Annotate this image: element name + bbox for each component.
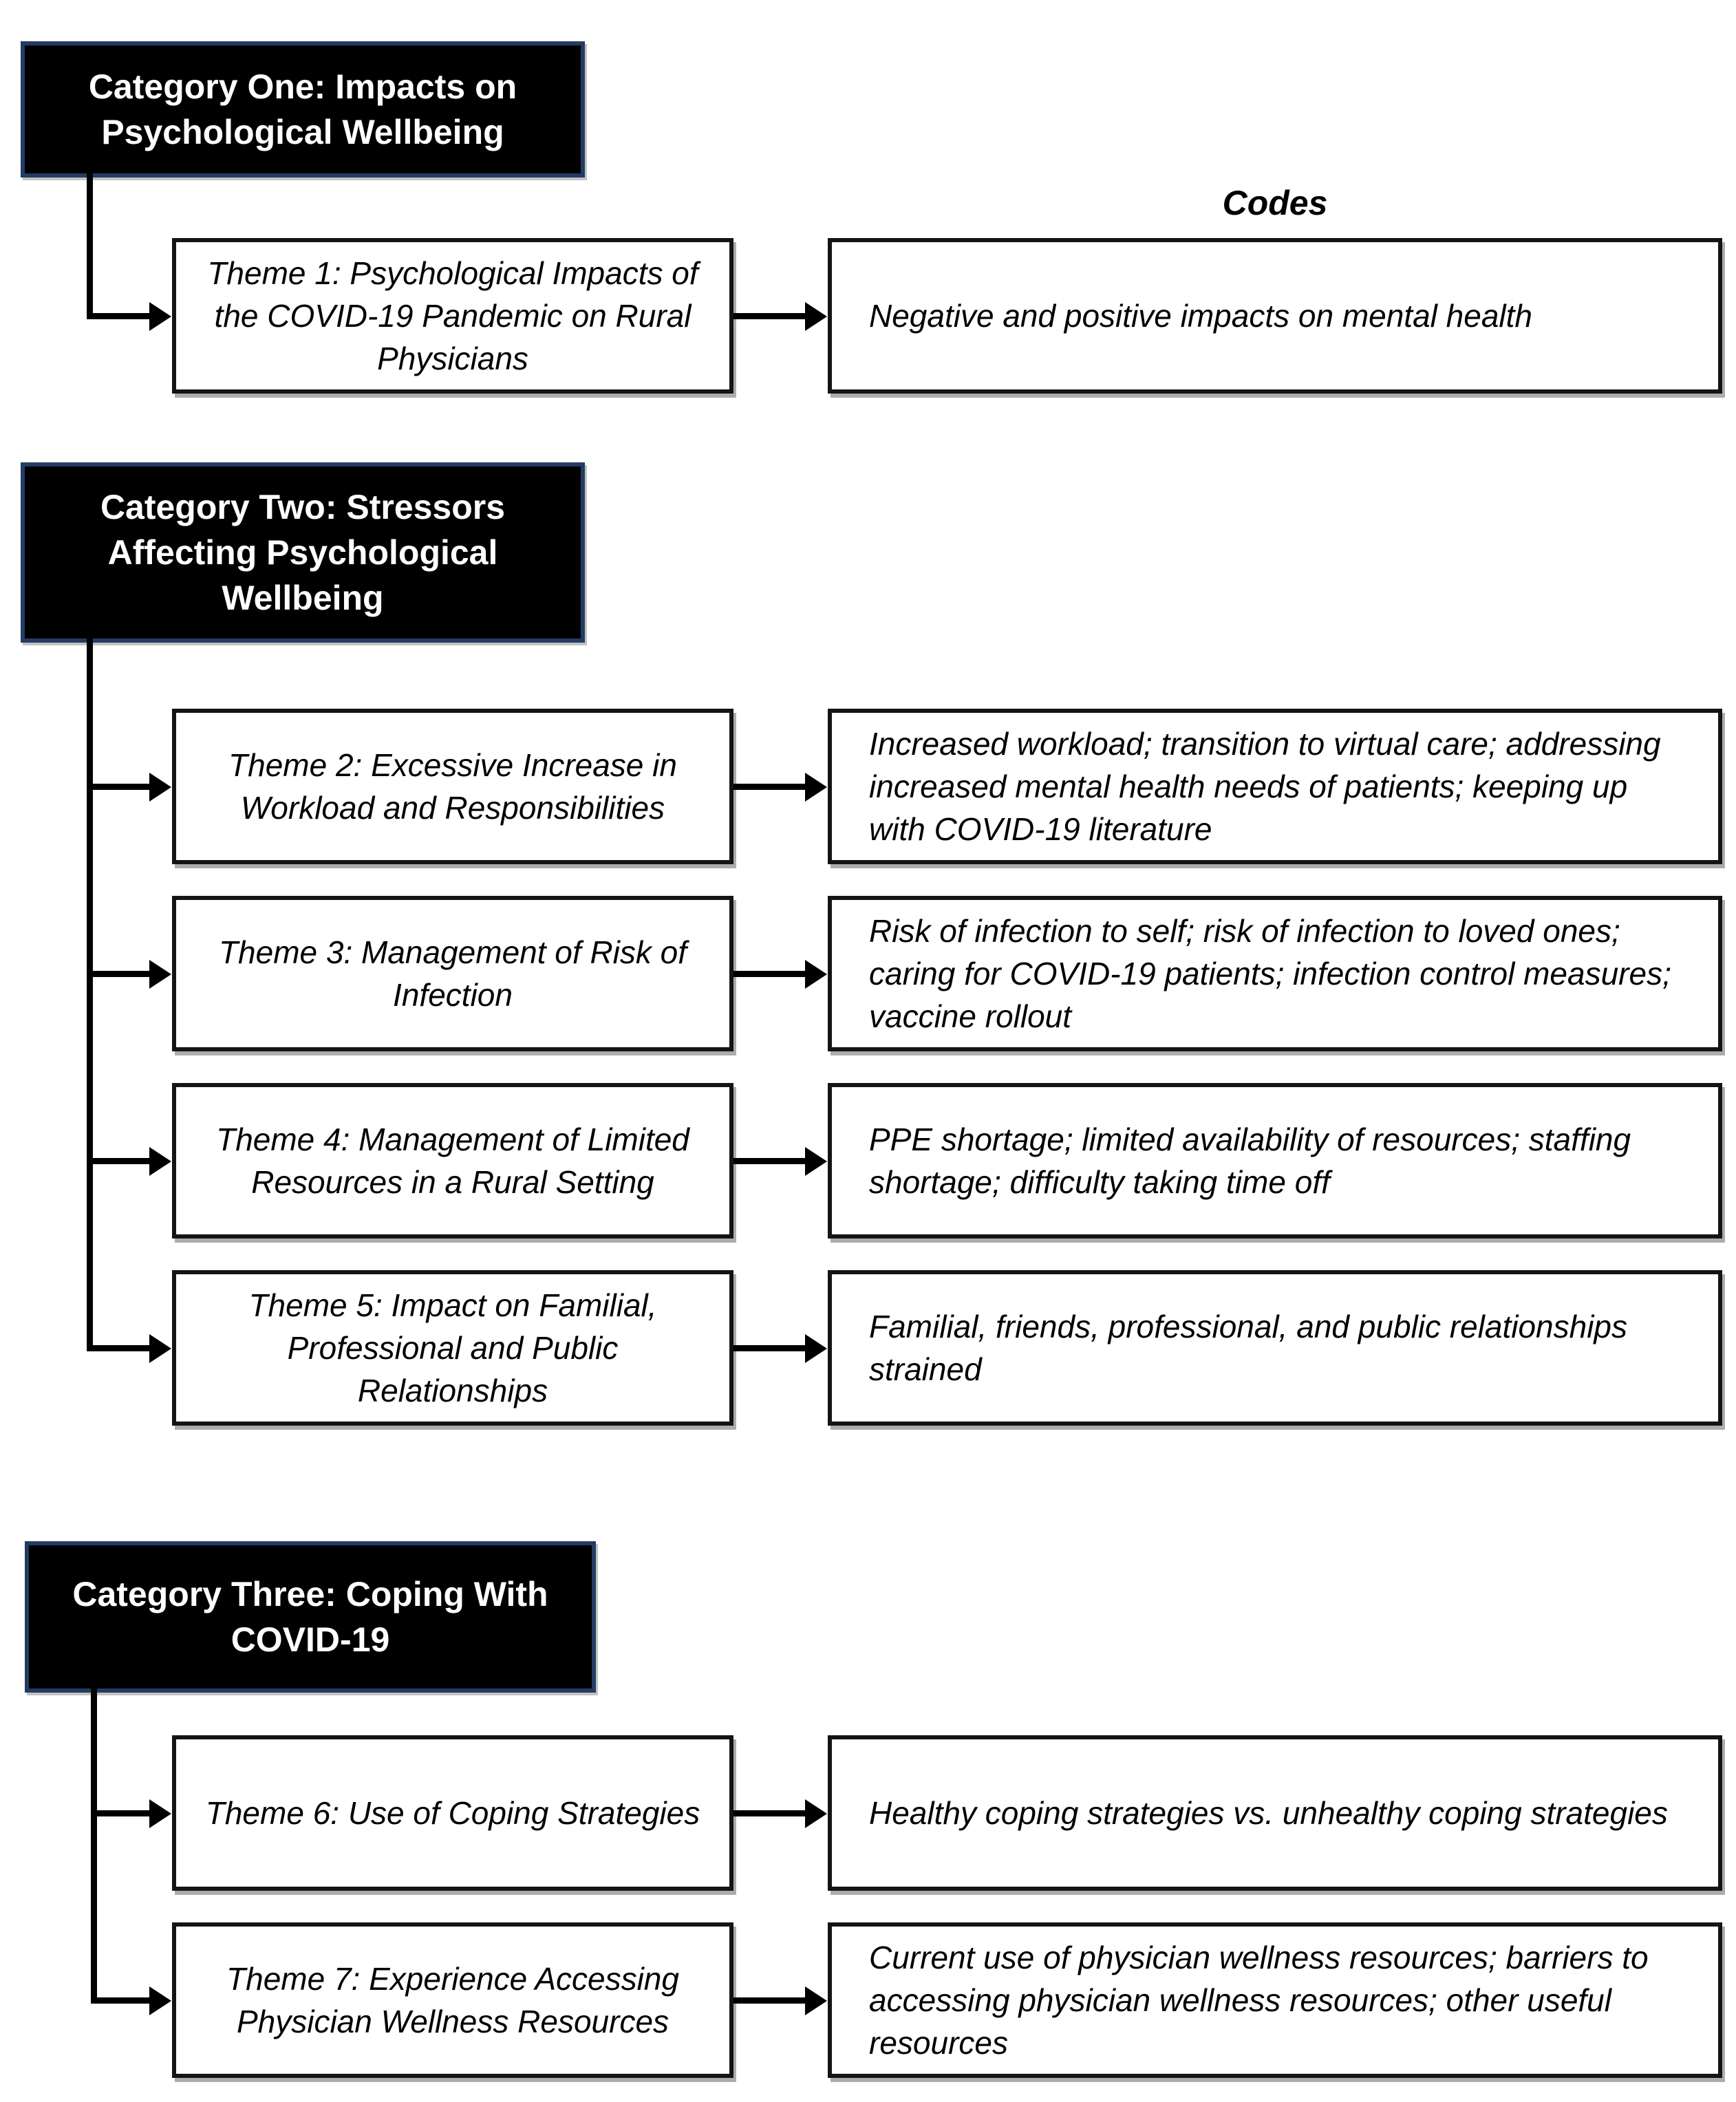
trunk-connector-category-1 — [87, 173, 93, 319]
theme-box-6: Theme 6: Use of Coping Strategies — [172, 1735, 733, 1891]
codes-box-6: Healthy coping strategies vs. unhealthy … — [828, 1735, 1722, 1891]
codes-box-7: Current use of physician wellness resour… — [828, 1922, 1722, 2078]
category-box-2: Category Two: Stressors Affecting Psycho… — [21, 462, 585, 643]
arrow-theme-4-to-codes-4 — [733, 1158, 806, 1164]
arrow-theme-5-to-codes-5 — [733, 1345, 806, 1351]
arrow-theme-2-to-codes-2 — [733, 784, 806, 790]
branch-arrow-theme-6 — [91, 1810, 150, 1816]
theme-box-4: Theme 4: Management of Limited Resources… — [172, 1083, 733, 1238]
trunk-connector-category-2 — [87, 639, 93, 1351]
theme-box-1: Theme 1: Psychological Impacts of the CO… — [172, 238, 733, 394]
branch-arrow-theme-7 — [91, 1997, 150, 2004]
arrow-theme-6-to-codes-6 — [733, 1810, 806, 1816]
codes-box-1: Negative and positive impacts on mental … — [828, 238, 1722, 394]
arrow-theme-7-to-codes-7 — [733, 1997, 806, 2004]
codes-box-2: Increased workload; transition to virtua… — [828, 709, 1722, 864]
arrow-theme-3-to-codes-3 — [733, 971, 806, 977]
category-box-1: Category One: Impacts on Psychological W… — [21, 41, 585, 178]
codes-column-header: Codes — [1222, 184, 1328, 222]
theme-box-5: Theme 5: Impact on Familial, Professiona… — [172, 1270, 733, 1426]
arrow-theme-1-to-codes-1 — [733, 313, 806, 319]
codes-box-4: PPE shortage; limited availability of re… — [828, 1083, 1722, 1238]
codes-box-5: Familial, friends, professional, and pub… — [828, 1270, 1722, 1426]
theme-box-7: Theme 7: Experience Accessing Physician … — [172, 1922, 733, 2078]
branch-arrow-theme-2 — [87, 784, 150, 790]
branch-arrow-theme-4 — [87, 1158, 150, 1164]
theme-box-3: Theme 3: Management of Risk of Infection — [172, 896, 733, 1051]
branch-arrow-theme-5 — [87, 1345, 150, 1351]
branch-arrow-theme-3 — [87, 971, 150, 977]
category-box-3: Category Three: Coping With COVID-19 — [25, 1541, 596, 1693]
codes-box-3: Risk of infection to self; risk of infec… — [828, 896, 1722, 1051]
theme-box-2: Theme 2: Excessive Increase in Workload … — [172, 709, 733, 864]
branch-arrow-theme-1 — [87, 313, 150, 319]
trunk-connector-category-3 — [91, 1688, 97, 2004]
